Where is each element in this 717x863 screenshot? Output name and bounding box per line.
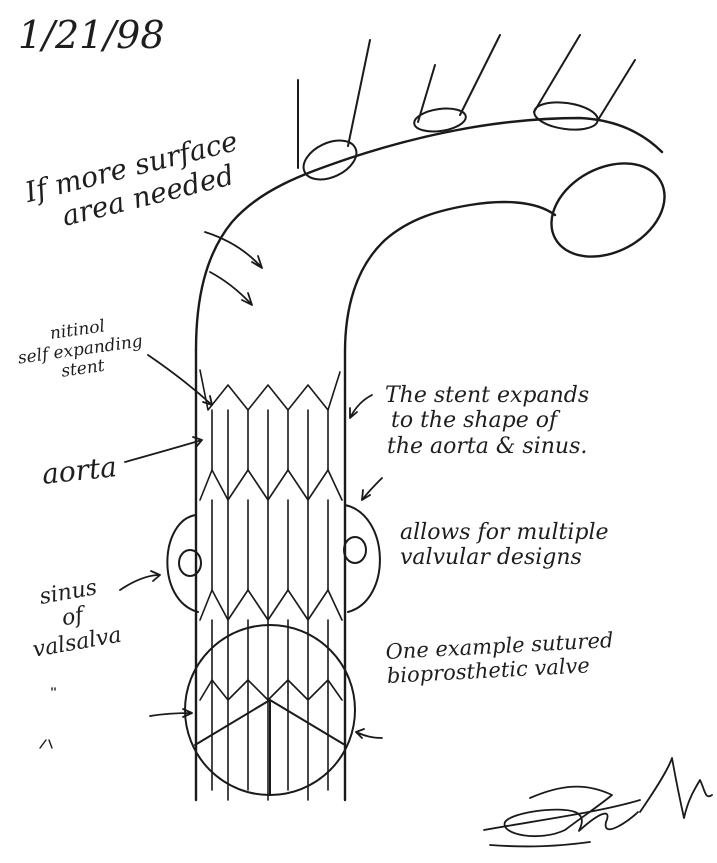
multiple-designs-line-1: allows for multiple <box>400 520 609 545</box>
sinus-left-bulge <box>167 515 198 612</box>
date-label: 1/21/98 <box>18 14 165 58</box>
stray-mark-1 <box>52 688 55 690</box>
valve-leaflets <box>195 700 345 795</box>
stent-strut-row-3 <box>200 590 342 620</box>
stent-expands-line-1: The stent expands <box>385 383 589 408</box>
arrow-sinus <box>120 571 160 590</box>
arrow-stent-expands-2 <box>362 478 382 500</box>
coronary-ostium-right <box>344 537 366 563</box>
stent-expands-line-3: the aorta & sinus. <box>387 434 589 459</box>
branch-vessel-1 <box>298 40 370 168</box>
bioprosthetic-valve <box>185 625 355 795</box>
branch-ostium-1 <box>297 133 362 187</box>
signature-stroke-1 <box>505 787 638 837</box>
arrow-surface-area-2 <box>210 272 252 305</box>
arrow-valve-right <box>356 729 382 738</box>
descending-aorta-opening <box>535 145 680 276</box>
stray-mark-2 <box>40 740 52 748</box>
stent-expands-line-2: to the shape of <box>391 408 589 433</box>
multiple-designs-note: allows for multiple valvular designs <box>400 520 609 571</box>
sinus-of-valsalva <box>167 505 380 612</box>
stent-strut-row-1 <box>200 370 340 410</box>
stent-expands-note: The stent expands to the shape of the ao… <box>385 383 589 459</box>
coronary-ostium-left <box>179 550 201 576</box>
aorta-left-wall <box>196 118 662 350</box>
multiple-designs-line-2: valvular designs <box>400 545 609 570</box>
stent-lower-zigzag <box>200 680 342 700</box>
sinus-note: sinus of valsalva <box>22 572 123 662</box>
branch-ostium-3 <box>533 99 600 134</box>
arrow-stent-expands-1 <box>350 395 372 418</box>
signature <box>484 758 712 846</box>
branch-vessel-2 <box>418 35 500 122</box>
annotation-arrows <box>120 232 382 738</box>
arrow-aorta <box>125 437 202 462</box>
stray-marks <box>40 688 55 748</box>
signature-stroke-3 <box>484 800 640 846</box>
arrow-valve-left <box>150 709 192 717</box>
branch-vessels <box>297 35 635 187</box>
aorta-inner-wall <box>345 202 555 352</box>
signature-stroke-2 <box>640 758 712 818</box>
stent-strut-row-2 <box>200 470 342 500</box>
